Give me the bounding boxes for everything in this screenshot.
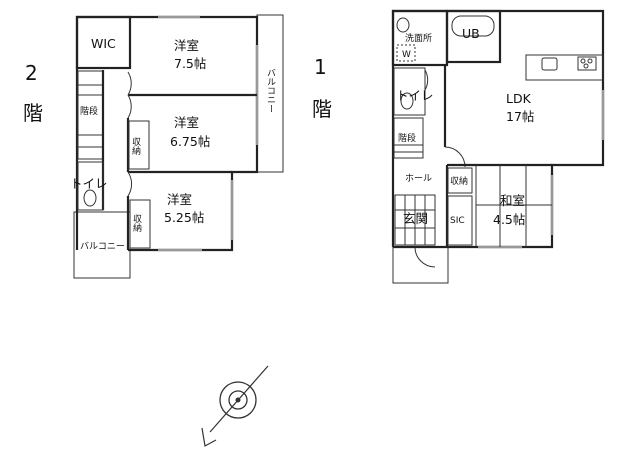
storage-1-label: 収納 [130,136,141,156]
wic-label: WIC [91,36,116,51]
balcony-side-label: バルコニー [265,68,276,113]
storage-2-label: 収納 [131,213,142,233]
ldk-label: LDK [506,91,532,106]
sink [541,57,558,71]
toilet-2f [77,161,104,211]
room-7-5-name: 洋室 [174,38,199,53]
storage-1f-box [447,167,473,194]
floor-1-plan [391,9,605,284]
north-compass-icon [201,365,269,447]
washroom [391,9,449,67]
washitsu-size: 4.5帖 [493,212,525,227]
room-5-25-size: 5.25帖 [164,210,204,225]
room-7-5-size: 7.5帖 [174,56,206,71]
washer-space [396,44,416,62]
toilet-1f [393,67,426,116]
storage-1f-label: 収納 [450,175,468,187]
hall-label: ホール [405,173,432,184]
washitsu-name: 和室 [500,193,525,208]
room-6-75-name: 洋室 [174,115,199,130]
ldk-size: 17帖 [506,109,534,124]
room-6-75-size: 6.75帖 [170,134,210,149]
bath-label: UB [462,26,480,41]
floor-2-kai: 階 [23,101,43,125]
stove [577,56,597,71]
sic-label: SIC [450,216,465,226]
toilet-2f-label: トイレ [70,176,108,191]
balcony-lower-label: バルコニー [80,241,125,252]
stairs-1f [393,117,424,159]
entrance-label: 玄関 [403,211,428,226]
room-5-25-name: 洋室 [167,192,192,207]
kitchen-counter [525,54,604,81]
floor-1-number: 1 [314,55,327,79]
storage-box-2 [129,199,151,249]
floor-2-number: 2 [25,61,38,85]
floor-2-plan [73,14,284,279]
floor-1-kai: 階 [312,97,332,121]
bathtub [451,15,495,37]
stairs-1f-label: 階段 [398,132,416,144]
wic-room [75,15,132,70]
stairs-2f-label: 階段 [80,105,98,117]
toilet-1f-label: トイレ [396,88,434,103]
washroom-label: 洗面所 [405,32,432,44]
porch [392,246,449,284]
sic-box [447,195,473,246]
storage-box-1 [128,120,150,170]
washer-label: W [402,50,411,60]
